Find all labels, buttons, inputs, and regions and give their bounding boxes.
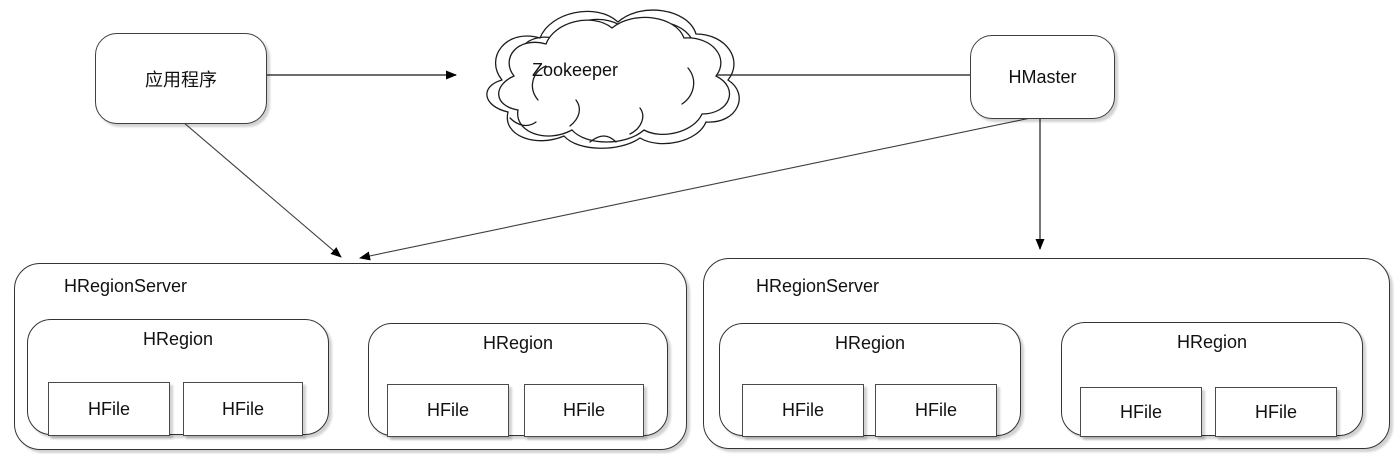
- hfile-node-2a2: HFile: [875, 384, 997, 437]
- hregion-2b-label: HRegion: [1176, 332, 1248, 352]
- application-label: 应用程序: [145, 69, 217, 90]
- hregionserver-node-2: HRegionServer HRegion HFile HFile HRegio…: [703, 258, 1390, 449]
- cloud-icon: [486, 9, 740, 149]
- hfile-node-1a1: HFile: [48, 382, 170, 436]
- hfile-1a2-label: HFile: [221, 398, 264, 419]
- hfile-node-2b2: HFile: [1215, 387, 1337, 437]
- hregion-2a-label: HRegion: [834, 333, 906, 353]
- hmaster-label: HMaster: [1008, 66, 1077, 87]
- hfile-2a1-label: HFile: [781, 400, 824, 420]
- hfile-node-2a1: HFile: [742, 384, 864, 437]
- hregion-1b-label: HRegion: [482, 333, 554, 353]
- hregion-node-2b: HRegion HFile HFile: [1061, 322, 1363, 437]
- zookeeper-label: Zookeeper: [531, 60, 619, 80]
- arrow-application-to-hregionserver-1: [182, 121, 342, 258]
- hfile-node-1b2: HFile: [524, 384, 644, 437]
- hfile-node-1b1: HFile: [387, 384, 509, 437]
- hfile-node-2b1: HFile: [1080, 387, 1202, 437]
- hregion-node-1b: HRegion HFile HFile: [368, 323, 668, 437]
- hfile-2a2-label: HFile: [914, 400, 957, 420]
- hregion-1a-label: HRegion: [142, 329, 214, 349]
- application-node: 应用程序: [95, 33, 267, 124]
- hfile-1b2-label: HFile: [562, 400, 605, 420]
- hregionserver-1-label: HRegionServer: [64, 276, 188, 296]
- hfile-1b1-label: HFile: [426, 400, 469, 420]
- hfile-node-1a2: HFile: [183, 382, 303, 436]
- hregionserver-node-1: HRegionServer HRegion HFile HFile HRegio…: [14, 263, 687, 450]
- hregion-node-2a: HRegion HFile HFile: [719, 323, 1021, 437]
- hmaster-node: HMaster: [970, 35, 1115, 119]
- hfile-2b1-label: HFile: [1119, 401, 1162, 422]
- hfile-1a1-label: HFile: [87, 398, 130, 419]
- hregion-node-1a: HRegion HFile HFile: [27, 319, 329, 436]
- zookeeper-cloud: Zookeeper: [450, 0, 750, 152]
- hregionserver-2-label: HRegionServer: [756, 276, 880, 296]
- hfile-2b2-label: HFile: [1254, 401, 1297, 422]
